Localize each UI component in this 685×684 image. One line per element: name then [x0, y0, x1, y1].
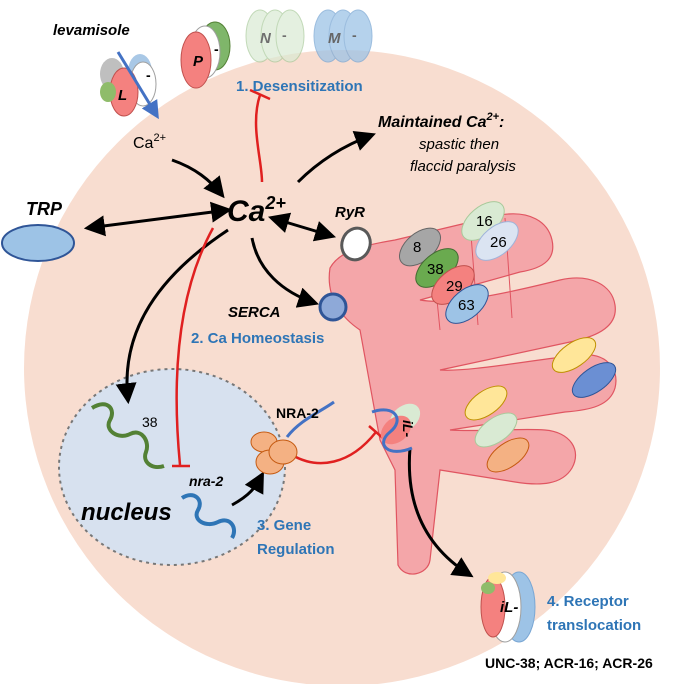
- maintained-line1: Maintained Ca2+:: [378, 111, 504, 131]
- serca-label: SERCA: [228, 304, 281, 321]
- receptor-N-label: N: [260, 30, 272, 47]
- nra2-protein: [250, 400, 335, 475]
- subunit-26-label: 26: [490, 234, 507, 251]
- arrow-gene-to-protein: [231, 471, 264, 507]
- gene-38-label: 38: [142, 414, 158, 430]
- receptor-list-label: UNC-38; ACR-16; ACR-26: [485, 655, 653, 671]
- subunit-8-label: 8: [413, 239, 421, 256]
- er-receptor-label: iL-: [400, 420, 416, 437]
- nra2-protein-label: NRA-2: [276, 405, 319, 421]
- arrow-serca: [250, 237, 319, 308]
- inhibit-nra2-gene: [175, 227, 215, 466]
- nucleus-label: nucleus: [81, 499, 172, 526]
- subunit-29-label: 29: [446, 278, 463, 295]
- step3-line2: Regulation: [257, 541, 335, 558]
- subunit-63-label: 63: [458, 297, 475, 314]
- receptor-P-charge: -: [214, 41, 219, 57]
- receptor-M: M -: [313, 9, 373, 63]
- arrow-ryr: [267, 212, 337, 242]
- receptor-N-charge: -: [282, 27, 287, 43]
- receptor-M-label: M: [328, 30, 341, 47]
- ryr-label: RyR: [335, 204, 365, 221]
- gene-38-strand: [90, 402, 165, 469]
- ca-main-label: Ca2+: [227, 193, 286, 228]
- receptor-L-charge: -: [146, 67, 151, 83]
- trp-label: TRP: [26, 199, 63, 219]
- step4-line2: translocation: [547, 617, 641, 634]
- step2-label: 2. Ca Homeostasis: [191, 330, 324, 347]
- receptor-P-label: P: [193, 53, 204, 70]
- ca-influx-label: Ca2+: [133, 132, 166, 152]
- maintained-line3: flaccid paralysis: [410, 158, 516, 175]
- gene-nra2-strand: [180, 493, 237, 540]
- receptor-P: P -: [180, 21, 231, 89]
- step4-line1: 4. Receptor: [547, 593, 629, 610]
- step3-line1: 3. Gene: [257, 517, 311, 534]
- arrow-translocation: [407, 447, 474, 578]
- ryr-channel: [340, 226, 372, 262]
- arrow-trp: [83, 201, 233, 237]
- receptor-L-label: L: [118, 87, 127, 104]
- translocated-receptor: iL-: [480, 571, 536, 643]
- arrow-ca-influx: [171, 158, 225, 199]
- subunit-38-label: 38: [427, 261, 444, 278]
- receptor-M-charge: -: [352, 27, 357, 43]
- receptor-anchor: [371, 408, 413, 453]
- serca-pump: [318, 292, 348, 322]
- inhibit-receptor: [291, 431, 377, 465]
- receptor-N: N -: [245, 9, 305, 63]
- receptor-L: L -: [100, 51, 159, 120]
- arrow-maintained: [296, 130, 376, 184]
- subunit-cluster: 8 38 29 63 16 26: [399, 201, 519, 324]
- er-subunits: [464, 337, 617, 473]
- maintained-line2: spastic then: [419, 136, 499, 153]
- translocated-receptor-label: iL-: [500, 599, 518, 616]
- gene-nra2-label: nra-2: [189, 473, 223, 489]
- step1-label: 1. Desensitization: [236, 78, 363, 95]
- levamisole-label: levamisole: [53, 22, 130, 39]
- inhibit-desensitization: [254, 94, 264, 183]
- trp-channel: [1, 224, 75, 262]
- subunit-16-label: 16: [476, 213, 493, 230]
